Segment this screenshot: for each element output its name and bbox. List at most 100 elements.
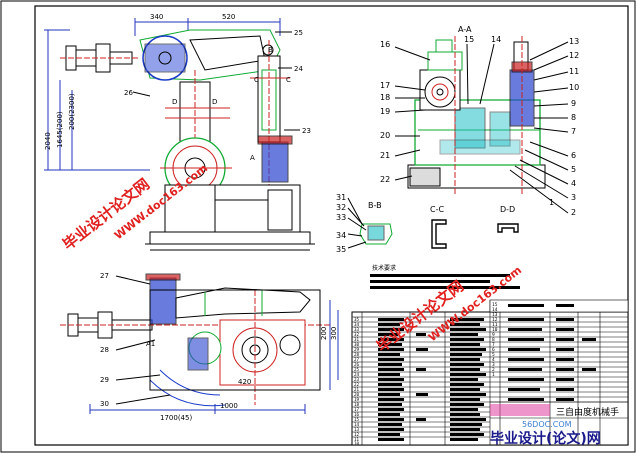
- balloon-25: 25: [294, 29, 303, 37]
- svg-text:31: 31: [354, 337, 360, 342]
- section-bb-view: [347, 197, 393, 249]
- svg-text:19: 19: [354, 397, 360, 402]
- svg-text:6: 6: [492, 347, 495, 353]
- svg-text:13: 13: [492, 312, 498, 318]
- balloon-27: 27: [100, 272, 109, 280]
- marker-c-right: C: [286, 76, 291, 84]
- svg-text:11: 11: [354, 437, 360, 442]
- dim-plan-bottom-1: 1000: [220, 402, 238, 410]
- plan-view-labels: 27 28 29 30 A1 1000 1700(45) 420 200 300: [100, 272, 338, 422]
- balloon-24: 24: [294, 65, 303, 73]
- svg-text:17: 17: [354, 407, 360, 412]
- dim-top-mid: 520: [222, 13, 235, 21]
- balloon-13: 13: [569, 37, 579, 46]
- svg-text:18: 18: [354, 402, 360, 407]
- svg-text:10: 10: [492, 327, 498, 333]
- title-block-highlight: [490, 404, 550, 416]
- svg-text:24: 24: [354, 372, 360, 377]
- balloon-33: 33: [336, 213, 346, 222]
- section-cc-view: [431, 219, 447, 249]
- bom-fills: [378, 304, 596, 441]
- balloon-23: 23: [302, 127, 311, 135]
- balloon-1: 1: [549, 198, 554, 207]
- watermark-small: 56DOC.COM: [522, 420, 572, 429]
- sheet-inner-border: [34, 5, 629, 446]
- section-aa-title: A-A: [458, 25, 472, 34]
- svg-text:29: 29: [354, 347, 360, 352]
- front-view-labels: 340 520 2040 1645(200) 200(2300) 26 25 2…: [44, 13, 311, 162]
- svg-text:20: 20: [354, 392, 360, 397]
- balloon-17: 17: [380, 81, 390, 90]
- section-dd-title: D-D: [500, 205, 515, 214]
- svg-text:5: 5: [492, 352, 495, 358]
- svg-text:28: 28: [354, 352, 360, 357]
- svg-text:10: 10: [354, 441, 360, 446]
- balloon-5: 5: [571, 165, 576, 174]
- section-cc-title: C-C: [430, 205, 444, 214]
- dim-top-left: 340: [150, 13, 163, 21]
- balloon-6: 6: [571, 151, 576, 160]
- balloon-30: 30: [100, 400, 109, 408]
- dim-plan-right-2: 300: [330, 327, 338, 340]
- svg-text:30: 30: [354, 342, 360, 347]
- svg-text:9: 9: [492, 332, 495, 338]
- watermark-corner: 毕业设计(论文)网: [490, 431, 601, 447]
- dim-plan-mid: 420: [238, 378, 251, 386]
- marker-c-left: C: [254, 76, 259, 84]
- bom-row-numbers-left: 35 34 33 32 31 30 29 28 27 26 25 24 23 2…: [354, 317, 360, 446]
- svg-text:11: 11: [492, 322, 498, 328]
- balloon-9: 9: [571, 99, 576, 108]
- svg-text:8: 8: [492, 337, 495, 343]
- balloon-16: 16: [380, 40, 390, 49]
- balloon-8: 8: [571, 113, 576, 122]
- tech-requirements: 技术要求: [370, 264, 520, 289]
- marker-d-left: D: [172, 98, 177, 106]
- svg-text:12: 12: [492, 317, 498, 323]
- bom-row-numbers-right: 15 14 13 12 11 10 9 8 7 6 5 4 3 2 1: [492, 302, 498, 378]
- balloon-34: 34: [336, 231, 346, 240]
- svg-text:21: 21: [354, 387, 360, 392]
- svg-text:12: 12: [354, 432, 360, 437]
- balloon-20: 20: [380, 131, 390, 140]
- svg-text:4: 4: [492, 357, 495, 363]
- section-bb-title: B-B: [368, 201, 382, 210]
- balloon-3: 3: [571, 193, 576, 202]
- section-bb-cc-dd-labels: B-B C-C D-D 31 32 33 34 35: [336, 193, 515, 254]
- svg-text:34: 34: [354, 322, 360, 327]
- dim-vert-2: 1645(200): [56, 111, 64, 148]
- balloon-31: 31: [336, 193, 346, 202]
- tech-req-title: 技术要求: [372, 264, 396, 272]
- balloon-18: 18: [380, 93, 390, 102]
- svg-text:26: 26: [354, 362, 360, 367]
- dim-plan-right-1: 200: [320, 327, 328, 340]
- svg-text:2: 2: [492, 367, 495, 373]
- marker-a1: A1: [146, 340, 155, 348]
- title-block-name: 三自由度机械手: [556, 406, 619, 418]
- svg-text:32: 32: [354, 332, 360, 337]
- balloon-10: 10: [569, 83, 579, 92]
- svg-text:15: 15: [354, 417, 360, 422]
- balloon-29: 29: [100, 376, 109, 384]
- svg-text:1: 1: [492, 372, 495, 378]
- section-dd-view: [497, 223, 519, 233]
- balloon-32: 32: [336, 203, 346, 212]
- balloon-28: 28: [100, 346, 109, 354]
- marker-b: B: [268, 46, 273, 54]
- svg-text:14: 14: [492, 307, 498, 313]
- balloon-35: 35: [336, 245, 346, 254]
- svg-text:23: 23: [354, 377, 360, 382]
- svg-text:35: 35: [354, 317, 360, 322]
- svg-text:33: 33: [354, 327, 360, 332]
- balloon-2: 2: [571, 208, 576, 217]
- plan-view: [60, 273, 339, 414]
- section-aa-view: [394, 36, 569, 214]
- balloon-4: 4: [571, 179, 576, 188]
- section-aa-labels: A-A 16 15 14 13 12 11 10 9 8 7 6 5 4 3 2…: [380, 25, 579, 217]
- svg-text:25: 25: [354, 367, 360, 372]
- front-view: [44, 18, 315, 251]
- balloon-15: 15: [464, 35, 474, 44]
- balloon-12: 12: [569, 51, 579, 60]
- marker-d-right: D: [212, 98, 217, 106]
- dim-vert-3: 200(2300): [68, 93, 76, 130]
